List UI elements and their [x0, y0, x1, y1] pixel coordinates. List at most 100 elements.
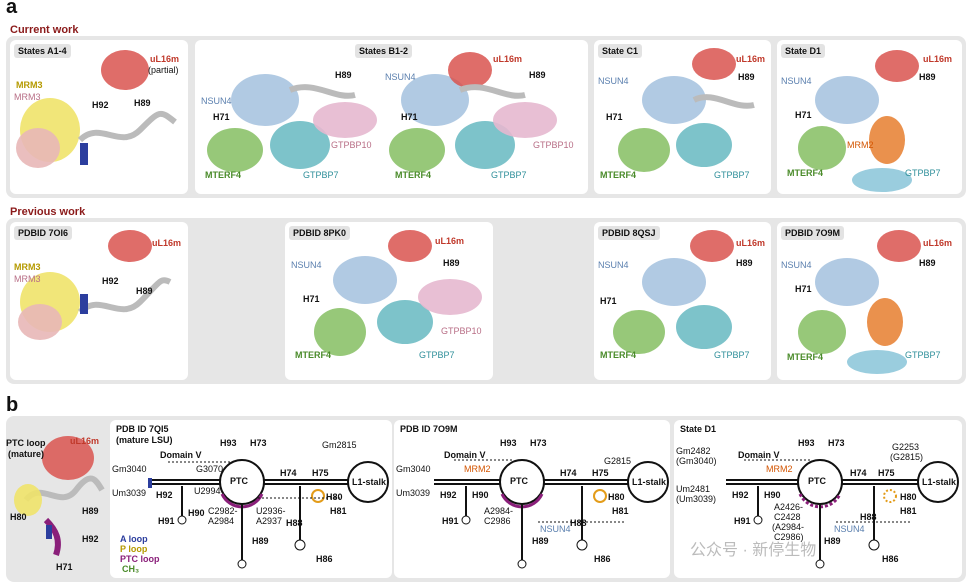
- label-h90: H90: [472, 490, 489, 500]
- label-h93: H93: [500, 438, 517, 448]
- label-a2984: A2984: [208, 516, 235, 526]
- label-h80: H80: [608, 492, 625, 502]
- label-domain-v: Domain V: [738, 450, 780, 460]
- label-h92: H92: [732, 490, 749, 500]
- label-ul16m: uL16m: [150, 54, 180, 64]
- label-h92: H92: [82, 534, 99, 544]
- label-c2986: C2986): [774, 532, 804, 542]
- label-gtpbp10: GTPBP10: [441, 326, 482, 336]
- label-gm3040: Gm3040: [396, 464, 431, 474]
- legend-p-loop: P loop: [120, 544, 148, 554]
- tag-pdbid-7o9m: PDBID 7O9M: [781, 226, 845, 240]
- label-h92: H92: [156, 490, 173, 500]
- card-pdbid-8pk0: PDBID 8PK0 uL16m NSUN4 H89 H71 MTERF4 GT…: [285, 222, 493, 380]
- label-h91: H91: [158, 516, 175, 526]
- label-nsun4-b: NSUN4: [385, 72, 416, 82]
- label-h74: H74: [560, 468, 577, 478]
- label-ptc-loop: PTC loop: [6, 438, 46, 448]
- label-gtpbp7: GTPBP7: [714, 350, 750, 360]
- label-nsun4: NSUN4: [540, 524, 571, 534]
- label-h86: H86: [316, 554, 333, 564]
- rna-diagram-7qi5: [148, 459, 389, 569]
- label-c2982: C2982-: [208, 506, 238, 516]
- label-um2481: Um2481: [676, 484, 711, 494]
- label-h81: H81: [900, 506, 917, 516]
- diagram-tag: PDB ID 7O9M: [400, 424, 458, 434]
- watermark: 公众号 · 新停生物: [690, 542, 817, 559]
- card-pdbid-8qsj: PDBID 8QSJ uL16m NSUN4 H89 H71 MTERF4 GT…: [594, 222, 771, 380]
- label-ul16m: uL16m: [152, 238, 182, 248]
- label-h92: H92: [92, 100, 109, 110]
- structure-7oi6: [18, 230, 172, 340]
- label-mterf4: MTERF4: [787, 168, 823, 178]
- label-h81: H81: [612, 506, 629, 516]
- label-c2986: C2986: [484, 516, 511, 526]
- label-h88: H88: [286, 518, 303, 528]
- label-h88: H88: [860, 512, 877, 522]
- structure-a1-4: [16, 50, 177, 168]
- label-h88: H88: [570, 518, 587, 528]
- label-nsun4: NSUN4: [834, 524, 865, 534]
- diagram-tag: PDB ID 7QI5: [116, 424, 169, 434]
- card-states-a1-4: States A1-4 uL16m (partial) MRM3 MRM3 H9…: [10, 40, 188, 194]
- label-h90: H90: [188, 508, 205, 518]
- label-h73: H73: [828, 438, 845, 448]
- label-gtpbp7: GTPBP7: [905, 168, 941, 178]
- label-g2815: G2815: [604, 456, 632, 466]
- label-h75: H75: [592, 468, 609, 478]
- diagram-7o9m: PDB ID 7O9M Domain V Gm3040 MRM2 Um3039 …: [394, 420, 670, 578]
- current-work-title: Current work: [10, 24, 79, 36]
- label-ul16m: uL16m: [435, 236, 465, 246]
- label-gtpbp7: GTPBP7: [905, 350, 941, 360]
- label-h86: H86: [882, 554, 899, 564]
- label-domain-v: Domain V: [160, 450, 202, 460]
- label-h93: H93: [798, 438, 815, 448]
- label-h81: H81: [330, 506, 347, 516]
- legend-a-loop: A loop: [120, 534, 148, 544]
- label-mterf4-a: MTERF4: [205, 170, 241, 180]
- label-a2984: (A2984-: [772, 522, 805, 532]
- label-h89: H89: [738, 72, 755, 82]
- label-ptc: PTC: [808, 476, 826, 486]
- structure-d1: [798, 50, 919, 192]
- label-um3039: Um3039: [112, 488, 147, 498]
- label-h91: H91: [734, 516, 751, 526]
- label-a2937: A2937: [256, 516, 283, 526]
- label-mature: (mature): [8, 449, 45, 459]
- label-mrm3-yellow: MRM3: [14, 262, 41, 272]
- label-u2994: U2994: [194, 486, 221, 496]
- card-pdbid-7oi6: PDBID 7OI6 uL16m MRM3 MRM3 H92 H89: [10, 222, 188, 380]
- rna-diagram-d1: [726, 459, 959, 569]
- label-h89: H89: [824, 536, 841, 546]
- label-mrm2: MRM2: [464, 464, 491, 474]
- label-g2253: G2253: [892, 442, 920, 452]
- label-gm2482: Gm2482: [676, 446, 711, 456]
- label-c2428: C2428: [774, 512, 801, 522]
- label-h75: H75: [312, 468, 329, 478]
- panel-letter-b: b: [6, 394, 19, 416]
- ptc-structure: PTC loop (mature) uL16m H80 H89 H92 H71: [6, 420, 106, 580]
- diagram-tag: State D1: [680, 424, 717, 434]
- label-h71-b: H71: [401, 112, 418, 122]
- label-nsun4: NSUN4: [781, 76, 812, 86]
- label-h91: H91: [442, 516, 459, 526]
- label-h80: H80: [10, 512, 27, 522]
- label-h89: H89: [136, 286, 153, 296]
- label-ul16m: uL16m: [70, 436, 100, 446]
- label-ptc: PTC: [230, 476, 248, 486]
- label-h89: H89: [82, 506, 99, 516]
- label-h73: H73: [250, 438, 267, 448]
- card-state-c1: State C1 uL16m NSUN4 H89 H71 MTERF4 GTPB…: [594, 40, 771, 194]
- label-h90: H90: [764, 490, 781, 500]
- label-nsun4: NSUN4: [598, 76, 629, 86]
- label-h74: H74: [850, 468, 867, 478]
- label-gtpbp7-b: GTPBP7: [491, 170, 527, 180]
- label-h89-b: H89: [529, 70, 546, 80]
- label-h89: H89: [443, 258, 460, 268]
- label-a2984: A2984-: [484, 506, 514, 516]
- panel-letter-a: a: [6, 0, 18, 18]
- tag-pdbid-8pk0: PDBID 8PK0: [289, 226, 351, 240]
- card-state-d1: State D1 uL16m NSUN4 H89 H71 MRM2 MTERF4…: [777, 40, 962, 194]
- label-l1-stalk: L1-stalk: [632, 477, 667, 487]
- structure-8pk0: [314, 230, 482, 356]
